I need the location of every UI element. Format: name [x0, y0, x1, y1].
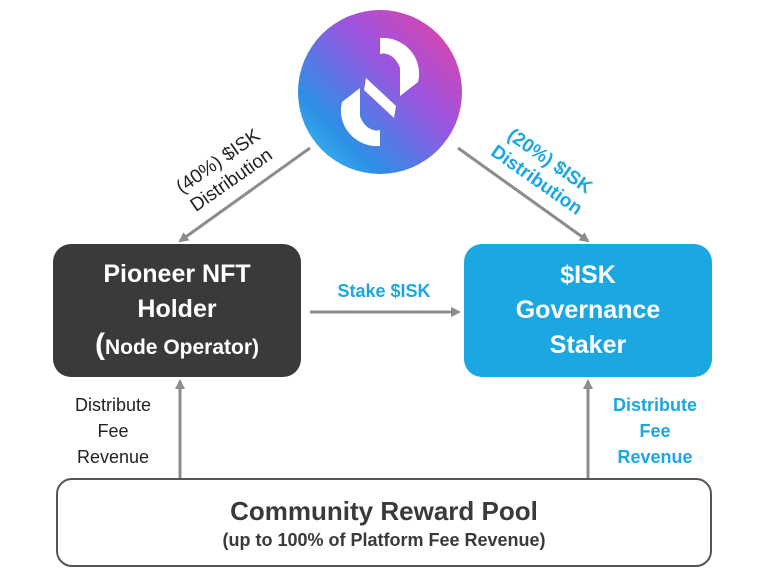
right-fee-line3: Revenue: [617, 447, 693, 467]
isk-logo-icon: [298, 10, 462, 174]
arrow-logo-to-pioneer: [178, 146, 311, 243]
staker-line2: Governance: [515, 296, 661, 324]
staker-line3: Staker: [549, 331, 627, 359]
stake-label: Stake $ISK: [337, 281, 431, 301]
right-fee-label: Distribute Fee Revenue: [596, 392, 714, 470]
left-fee-line1: Distribute: [74, 395, 152, 415]
pioneer-line3: (Node Operator): [95, 327, 259, 365]
community-reward-pool-box: Community Reward Pool (up to 100% of Pla…: [56, 478, 712, 567]
pioneer-line2: Holder: [137, 294, 217, 323]
pioneer-paren: (: [94, 327, 105, 361]
pool-subtitle: (up to 100% of Platform Fee Revenue): [222, 529, 546, 550]
right-fee-line2: Fee: [639, 421, 671, 441]
right-fee-line1: Distribute: [612, 395, 697, 415]
pioneer-line1: Pioneer NFT: [103, 259, 251, 288]
left-fee-line2: Fee: [97, 421, 129, 441]
pioneer-nft-holder-box: Pioneer NFT Holder (Node Operator): [53, 244, 301, 377]
left-fee-label: Distribute Fee Revenue: [54, 392, 172, 470]
isk-governance-staker-box: $ISK Governance Staker: [464, 244, 712, 377]
pioneer-node-operator: Node Operator): [104, 335, 259, 359]
left-fee-line3: Revenue: [76, 447, 150, 467]
arrow-logo-to-staker: [457, 146, 590, 243]
staker-line1: $ISK: [560, 261, 616, 289]
pool-title: Community Reward Pool: [230, 495, 538, 526]
